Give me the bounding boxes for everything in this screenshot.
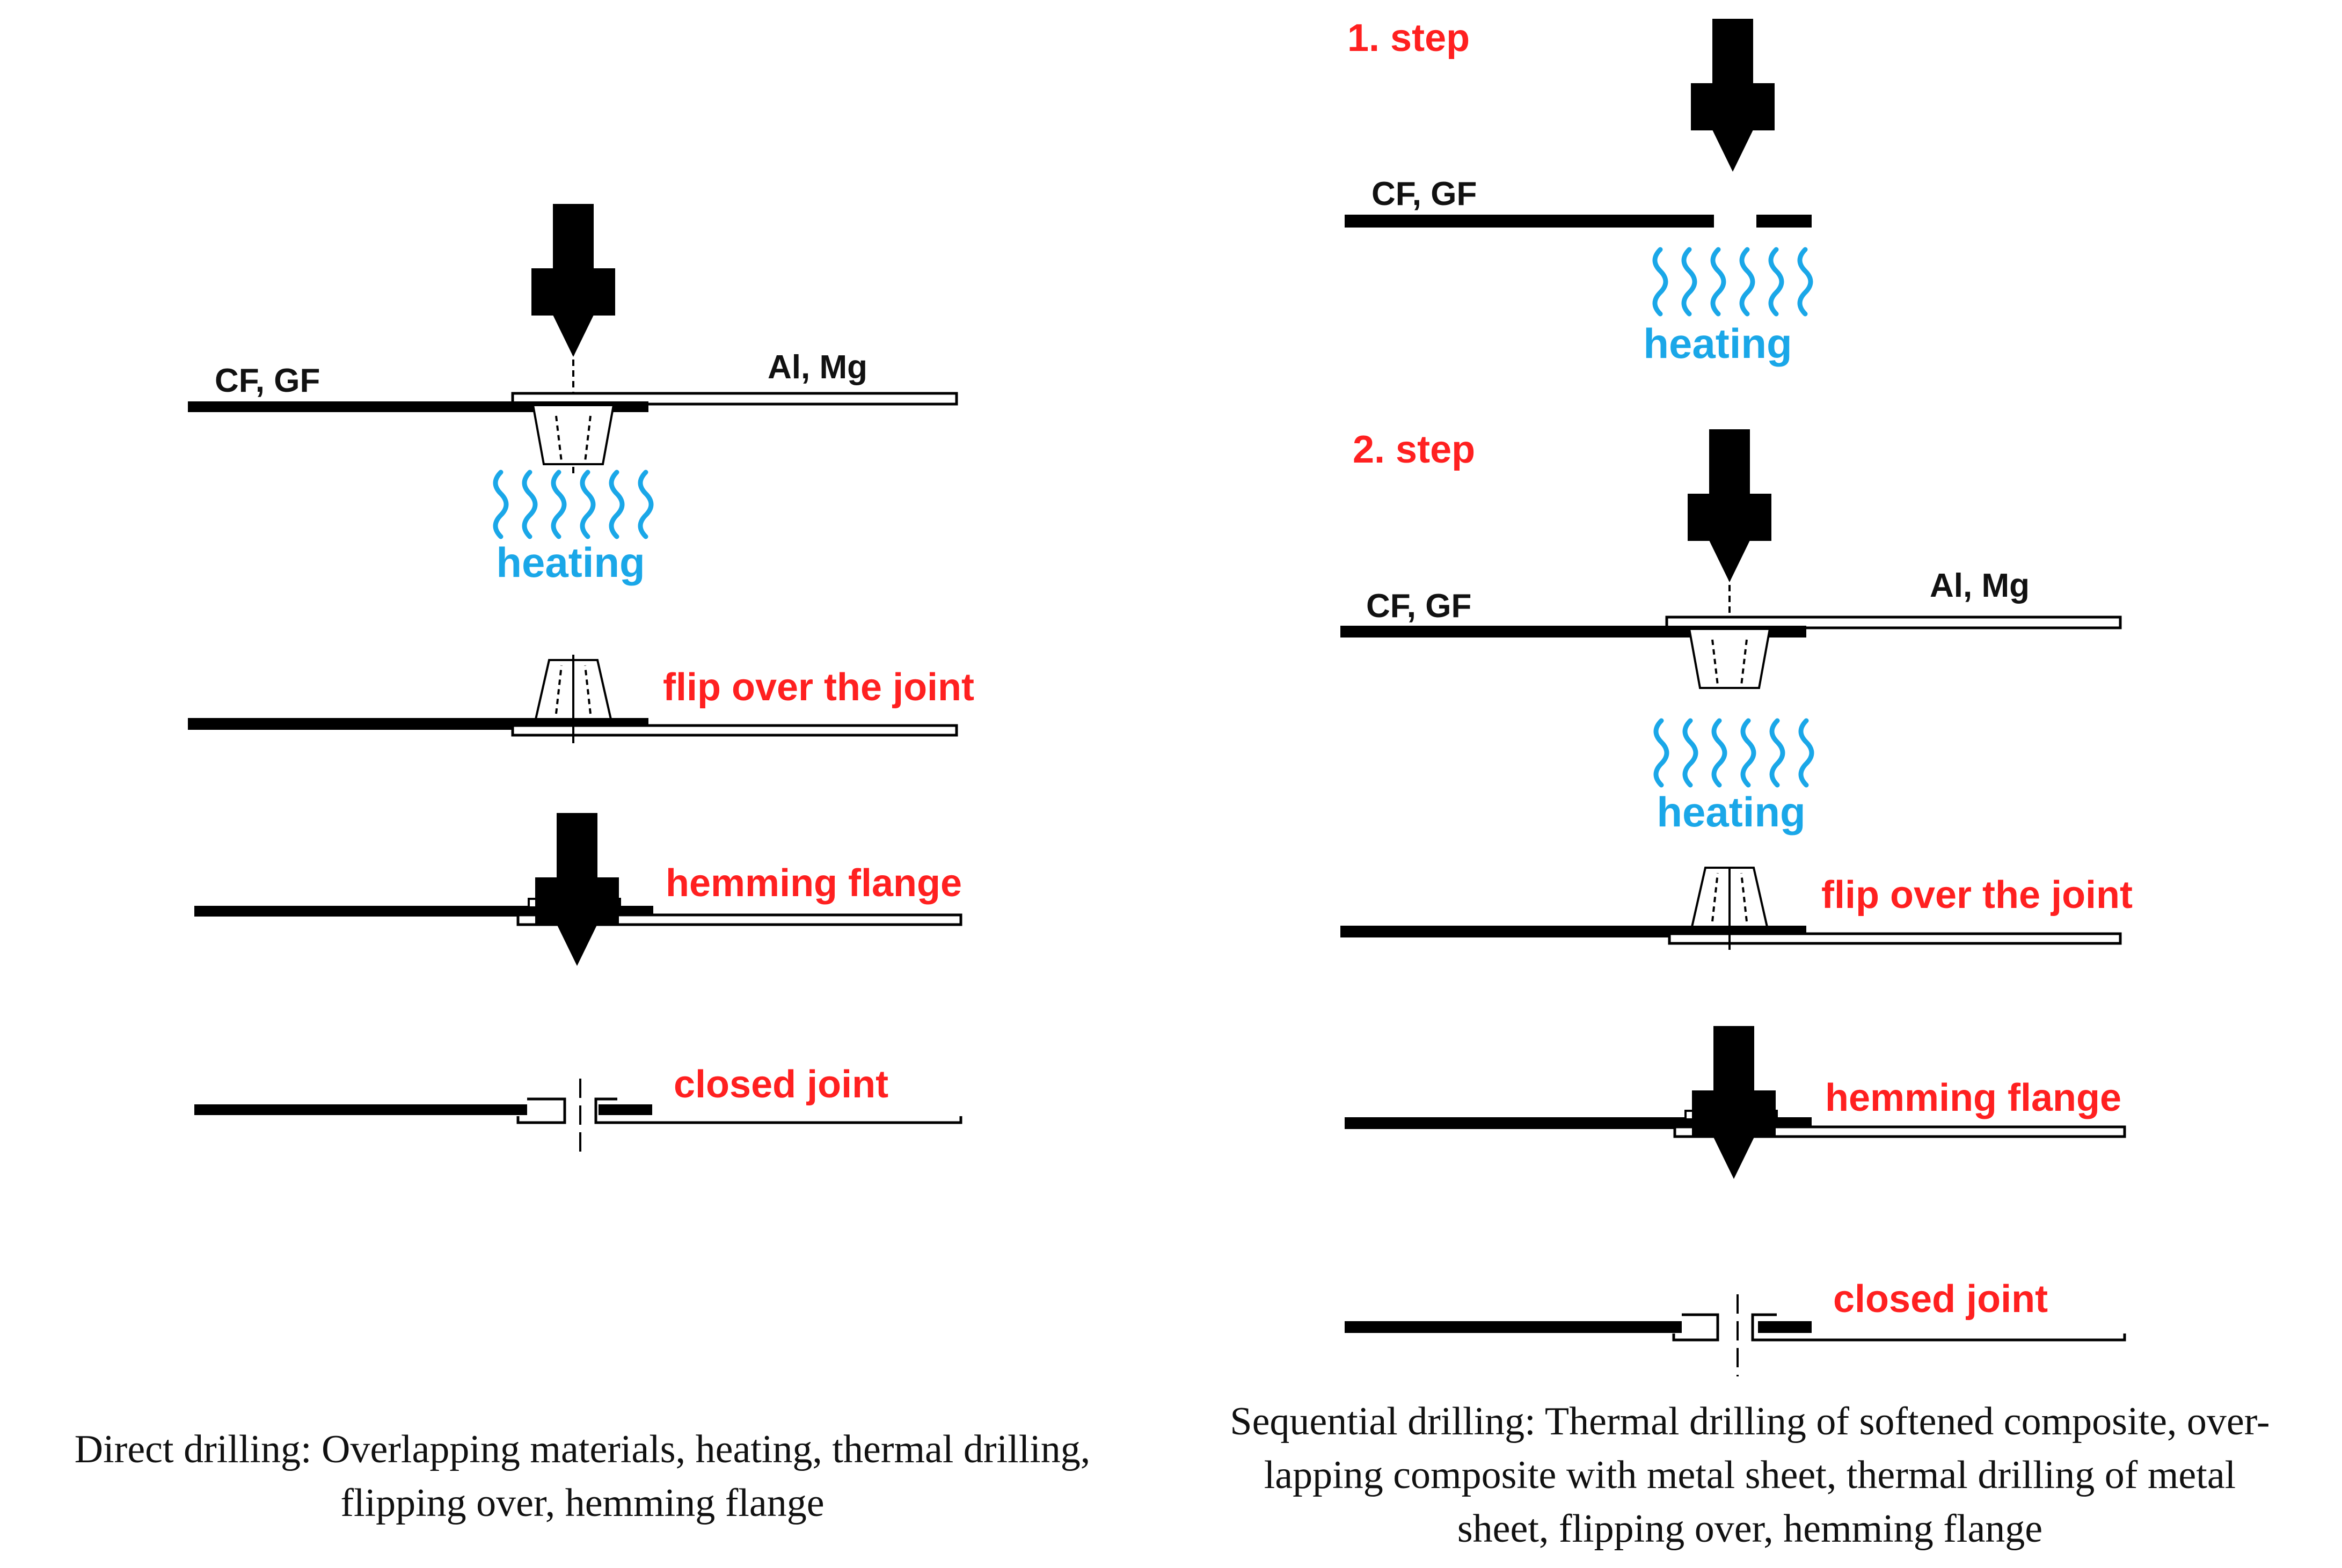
caption-line: sheet, flipping over, hemming flange — [1457, 1507, 2042, 1551]
label-heating: heating — [1657, 788, 1805, 836]
drill-arrow-icon — [531, 204, 615, 357]
composite-sheet-right — [1756, 215, 1812, 228]
label-flip-over: flip over the joint — [663, 666, 974, 709]
label-hemming-flange: hemming flange — [666, 862, 962, 905]
left-step-hemming: hemming flange — [194, 813, 962, 966]
drill-arrow-icon — [1692, 1026, 1776, 1179]
metal-sheet — [1668, 932, 2122, 945]
right-step-2: 2. step CF, GF Al, Mg heating — [1340, 428, 2122, 836]
caption-line: lapping composite with metal sheet, ther… — [1264, 1453, 2236, 1497]
heat-waves-icon — [1655, 250, 1811, 314]
left-step-flip: flip over the joint — [188, 655, 974, 743]
hemmed-flange-left — [516, 1097, 566, 1124]
right-step-1: 1. step CF, GF heating — [1345, 17, 1812, 367]
drilled-bushing — [1688, 628, 1771, 689]
right-step-hemming: hemming flange — [1345, 1026, 2126, 1179]
label-cf-gf: CF, GF — [215, 362, 320, 399]
metal-sheet — [511, 724, 958, 737]
metal-sheet — [516, 913, 962, 926]
drilled-bushing — [532, 404, 615, 465]
drill-arrow-icon — [1688, 429, 1771, 582]
metal-sheet — [1665, 616, 2122, 629]
heat-waves-icon — [1656, 721, 1812, 785]
label-step-2: 2. step — [1353, 428, 1475, 471]
composite-sheet-right — [599, 1104, 652, 1115]
label-cf-gf: CF, GF — [1371, 175, 1477, 213]
hemmed-flange-left — [1672, 1313, 1719, 1342]
label-flip-over: flip over the joint — [1821, 874, 2133, 917]
composite-sheet — [1345, 215, 1714, 228]
composite-sheet — [1345, 1321, 1682, 1333]
drill-arrow-icon — [1691, 19, 1775, 172]
left-caption: Direct drilling: Overlapping materials, … — [75, 1427, 1091, 1525]
metal-sheet — [594, 1097, 962, 1124]
label-heating: heating — [1643, 320, 1792, 367]
caption-line: Sequential drilling: Thermal drilling of… — [1230, 1400, 2270, 1444]
right-step-closed: closed joint — [1345, 1278, 2126, 1376]
left-step-heating: CF, GF Al, Mg heating — [188, 204, 958, 586]
composite-sheet-right — [1758, 1321, 1812, 1333]
label-cf-gf: CF, GF — [1366, 588, 1471, 625]
caption-line: flipping over, hemming flange — [340, 1481, 824, 1525]
heat-waves-icon — [495, 472, 651, 537]
label-al-mg: Al, Mg — [768, 349, 867, 386]
metal-sheet — [1673, 1125, 2126, 1138]
caption-line: Direct drilling: Overlapping materials, … — [75, 1427, 1091, 1471]
label-step-1: 1. step — [1347, 17, 1470, 60]
right-step-flip: flip over the joint — [1340, 867, 2133, 950]
left-step-closed: closed joint — [194, 1063, 962, 1158]
label-closed-joint: closed joint — [1833, 1278, 2048, 1321]
right-caption: Sequential drilling: Thermal drilling of… — [1230, 1400, 2270, 1551]
label-heating: heating — [496, 539, 645, 586]
label-hemming-flange: hemming flange — [1825, 1076, 2121, 1119]
drill-arrow-icon — [535, 813, 619, 966]
label-closed-joint: closed joint — [674, 1063, 888, 1106]
composite-sheet — [194, 1104, 527, 1115]
metal-sheet — [1751, 1313, 2126, 1342]
label-al-mg: Al, Mg — [1930, 567, 2030, 604]
